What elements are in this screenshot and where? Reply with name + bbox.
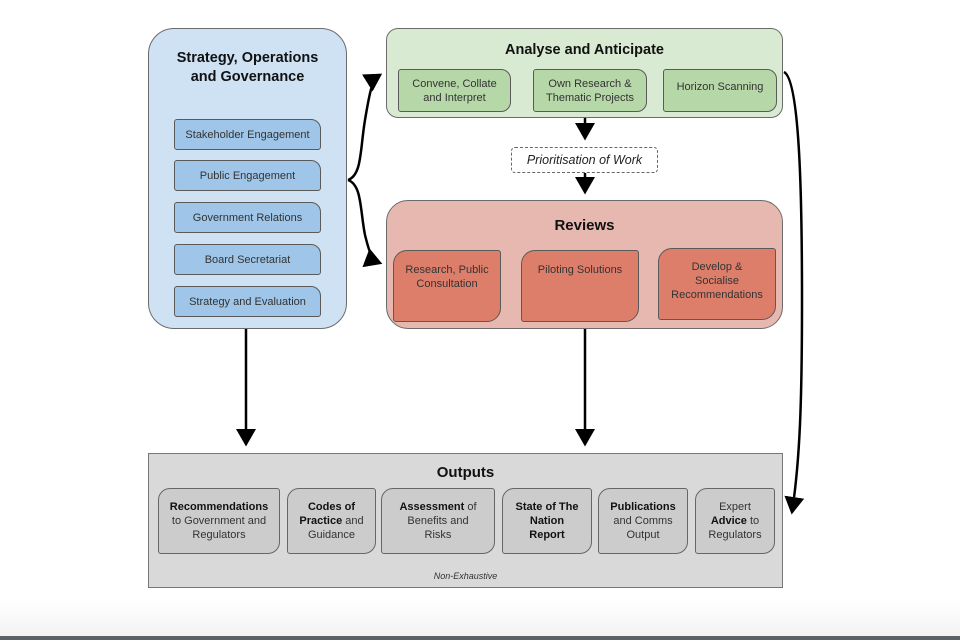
reviews-item-piloting-solutions[interactable]: Piloting Solutions [521, 250, 639, 322]
item-text: of [464, 501, 477, 513]
non-exhaustive-note: Non-Exhaustive [433, 571, 498, 581]
item-line: Benefits and [407, 515, 469, 527]
item-line: Thematic Projects [545, 91, 635, 104]
item-bold: Nation [529, 515, 565, 527]
strategy-title-line2: and Governance [190, 69, 305, 85]
item-line: Guidance [307, 529, 356, 541]
prioritisation-label: Prioritisation of Work [526, 153, 643, 167]
item-bold: Advice [710, 515, 747, 527]
item-line: Piloting Solutions [537, 264, 623, 276]
item-label: Government Relations [192, 211, 303, 224]
output-codes-of-practice[interactable]: Codes of Practice and Guidance [287, 488, 376, 554]
strategy-group-title: Strategy, Operations and Governance [149, 49, 346, 87]
item-line: Regulators [192, 529, 246, 541]
bottom-edge [0, 636, 960, 640]
item-label: Strategy and Evaluation [189, 295, 306, 308]
arrow-strategy-to-reviews [347, 178, 383, 268]
item-label: Stakeholder Engagement [185, 128, 310, 141]
item-line: Socialise [694, 275, 740, 287]
item-line: to Government and [171, 515, 267, 527]
strategy-item-public-engagement[interactable]: Public Engagement [174, 160, 321, 191]
strategy-item-strategy-evaluation[interactable]: Strategy and Evaluation [174, 286, 321, 317]
item-bold: Report [529, 529, 565, 541]
item-line: and Interpret [423, 91, 486, 104]
item-bold: Codes of [307, 501, 356, 513]
item-line: Horizon Scanning [676, 81, 764, 93]
strategy-item-stakeholder-engagement[interactable]: Stakeholder Engagement [174, 119, 321, 150]
analyse-item-horizon-scanning[interactable]: Horizon Scanning [663, 69, 777, 112]
arrow-horizon-to-outputs [783, 70, 805, 515]
item-line: and Comms [613, 515, 673, 527]
arrow-strategy-to-analyse [347, 73, 383, 182]
item-bold: Recommendations [169, 501, 269, 513]
output-assessment[interactable]: Assessment of Benefits and Risks [381, 488, 495, 554]
item-text: to [746, 515, 760, 527]
output-publications[interactable]: Publications and Comms Output [598, 488, 688, 554]
analyse-group-title: Analyse and Anticipate [504, 42, 664, 58]
item-line: Consultation [416, 278, 478, 290]
item-bold: State of The [515, 501, 579, 513]
reviews-group-title: Reviews [554, 217, 615, 234]
strategy-item-government-relations[interactable]: Government Relations [174, 202, 321, 233]
item-line: Risks [424, 529, 452, 541]
analyse-item-own-research[interactable]: Own Research &Thematic Projects [533, 69, 647, 112]
item-bold: Practice [299, 515, 343, 527]
strategy-item-board-secretariat[interactable]: Board Secretariat [174, 244, 321, 275]
item-label: Board Secretariat [204, 253, 291, 266]
output-recommendations[interactable]: Recommendations to Government and Regula… [158, 488, 280, 554]
item-line: Output [626, 529, 660, 541]
item-label: Public Engagement [199, 169, 296, 182]
item-line: Regulators [708, 529, 762, 541]
output-state-of-the-nation[interactable]: State of The Nation Report [502, 488, 592, 554]
strategy-operations-governance-group: Strategy, Operations and Governance Stak… [148, 28, 347, 329]
outputs-group-title: Outputs [436, 464, 495, 481]
bottom-bar [0, 600, 960, 640]
item-bold: Assessment [399, 501, 465, 513]
item-line: Develop & [691, 261, 743, 273]
item-text: and [342, 515, 364, 527]
outputs-group: Outputs Recommendations to Government an… [148, 453, 783, 588]
item-line: Expert [719, 501, 751, 513]
strategy-title-line1: Strategy, Operations [176, 50, 319, 66]
item-line: Research, Public [405, 264, 489, 276]
output-expert-advice[interactable]: Expert Advice to Regulators [695, 488, 775, 554]
item-bold: Publications [610, 501, 676, 513]
item-line: Own Research & [548, 77, 632, 90]
prioritisation-of-work-box: Prioritisation of Work [511, 147, 658, 173]
item-line: Recommendations [671, 289, 763, 301]
item-line: Convene, Collate [412, 77, 497, 90]
